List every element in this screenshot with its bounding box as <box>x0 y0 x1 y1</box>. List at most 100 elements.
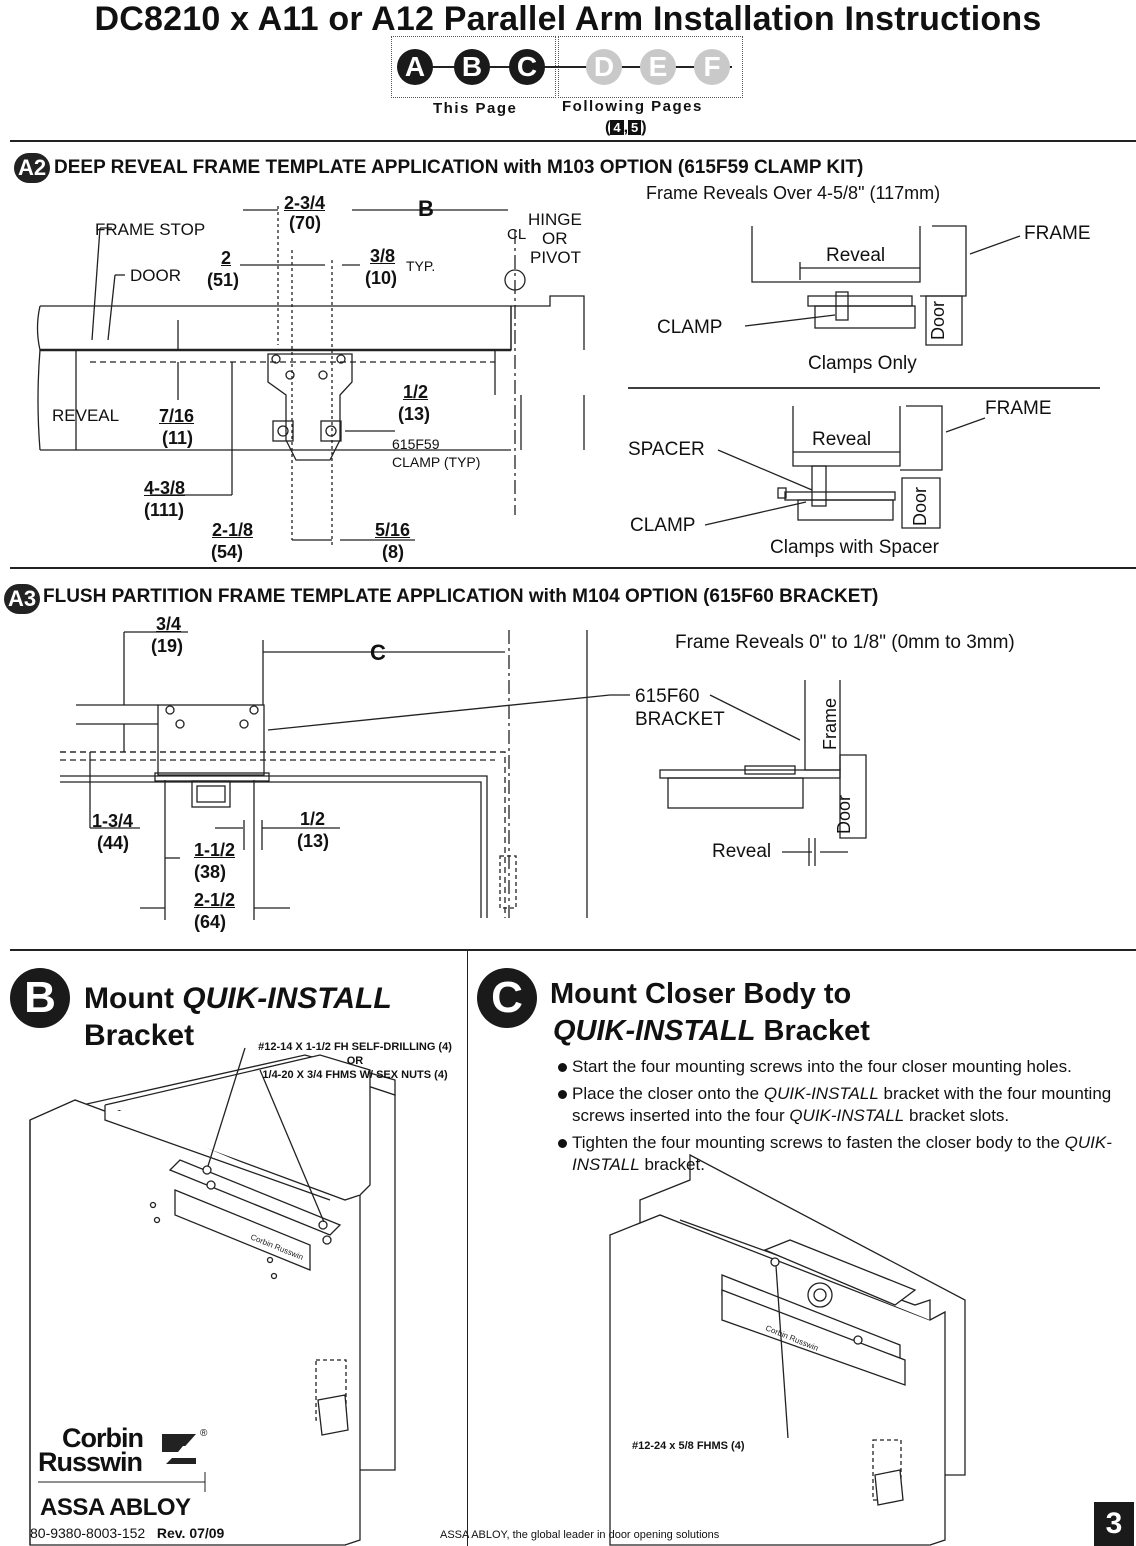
page-ref-4: 4 <box>610 120 624 135</box>
corbin-russwin-logo-mark <box>162 1434 196 1464</box>
a2-dim-8: (8) <box>382 542 404 562</box>
a2-clamp-typ: CLAMP (TYP) <box>392 454 481 470</box>
step-e: E <box>640 49 676 85</box>
section-c-step-2: Place the closer onto the QUIK-INSTALL b… <box>558 1083 1136 1127</box>
a2-dim-b: B <box>418 196 434 221</box>
section-c-title-line2: QUIK-INSTALL Bracket <box>553 1015 870 1047</box>
a3-dim-38: (38) <box>194 862 227 882</box>
a2-dim-2-1-8: 2-1/8 <box>212 520 254 540</box>
a2-door-label: DOOR <box>130 266 181 285</box>
a2-dim-1-2: 1/2 <box>403 382 429 402</box>
a3-dim-44: (44) <box>97 833 130 853</box>
page-title: DC8210 x A11 or A12 Parallel Arm Install… <box>94 0 1042 38</box>
a2-detail2-reveal-label: Reveal <box>812 429 872 450</box>
a3-bracket-outline <box>157 704 265 776</box>
column-divider <box>467 951 468 1546</box>
a2-hinge-label: HINGE <box>528 210 582 229</box>
section-c-step-3: Tighten the four mounting screws to fast… <box>558 1132 1136 1176</box>
section-b-illustration: Corbin Russwin <box>29 1047 396 1546</box>
a2-or-label: OR <box>542 229 568 248</box>
a2-dim-11: (11) <box>162 428 194 448</box>
a3-dim-1-3-4: 1-3/4 <box>92 811 134 831</box>
a3-dim-1-2: 1/2 <box>300 809 326 829</box>
a2-clamp-part: 615F59 <box>392 436 440 452</box>
brand-logo-russwin: Russwin <box>38 1447 143 1477</box>
step-c: C <box>509 49 545 85</box>
a2-dim-4-3-8: 4-3/8 <box>144 478 186 498</box>
a3-dim-19: (19) <box>151 636 184 656</box>
section-b-title: Mount QUIK-INSTALL <box>84 982 392 1015</box>
a2-detail-reveal-label: Reveal <box>826 245 886 266</box>
a2-detail-caption: Frame Reveals Over 4-5/8" (117mm) <box>646 183 941 203</box>
brand-logo-corbin: Corbin <box>62 1423 144 1453</box>
a2-dim-5-16: 5/16 <box>375 520 411 540</box>
following-pages-label: Following Pages <box>562 98 703 115</box>
step-b: B <box>454 49 490 85</box>
this-page-label: This Page <box>433 100 518 117</box>
a2-clamp-right <box>320 420 342 442</box>
a3-dim-3-4: 3/4 <box>156 614 182 634</box>
a2-detail2-footer: Clamps with Spacer <box>770 537 939 558</box>
a3-bracket-part: 615F60 <box>635 686 700 707</box>
a3-dim-c: C <box>370 640 386 665</box>
a3-door-label: Door <box>834 794 854 834</box>
a2-dim-54: (54) <box>211 542 244 562</box>
step-connector <box>412 66 732 68</box>
a2-pivot-label: PIVOT <box>530 248 582 267</box>
page-number: 3 <box>1094 1502 1134 1546</box>
a2-dim-2-3-4: 2-3/4 <box>284 193 326 213</box>
a3-reveal-label: Reveal <box>712 841 772 862</box>
step-a: A <box>397 49 433 85</box>
a3-detail-caption: Frame Reveals 0" to 1/8" (0mm to 3mm) <box>675 632 1015 653</box>
divider-a3 <box>10 567 1136 569</box>
a2-dim-3-8: 3/8 <box>370 246 396 266</box>
section-c-title: Mount Closer Body to <box>550 978 852 1010</box>
page-ref-5: 5 <box>628 120 642 135</box>
a3-dim-64: (64) <box>194 912 227 932</box>
footer-tagline: ASSA ABLOY, the global leader in door op… <box>440 1529 720 1541</box>
section-b-badge: B <box>10 968 70 1028</box>
a2-detail-footer: Clamps Only <box>808 353 917 374</box>
step-d: D <box>586 49 622 85</box>
section-c-badge: C <box>477 968 537 1028</box>
a2-clamp-left <box>272 420 294 442</box>
divider-a2 <box>10 140 1136 142</box>
a2-detail2-door-label: Door <box>910 486 930 526</box>
section-a2-badge: A2 <box>14 153 50 183</box>
a2-dim-70: (70) <box>289 213 322 233</box>
a3-dim-13: (13) <box>297 831 330 851</box>
page-refs: (4,5) <box>605 119 647 136</box>
a2-template-plate <box>267 353 353 461</box>
section-b-title-line2: Bracket <box>84 1019 195 1052</box>
section-c-steps: Start the four mounting screws into the … <box>558 1056 1136 1181</box>
section-a3-badge: A3 <box>4 584 40 614</box>
a2-detail-frame-label: FRAME <box>1024 223 1091 244</box>
section-a2-heading: DEEP REVEAL FRAME TEMPLATE APPLICATION w… <box>54 157 864 178</box>
a2-reveal-label: REVEAL <box>52 406 120 425</box>
a2-detail-frame-spacer <box>792 405 943 471</box>
section-c-step-1: Start the four mounting screws into the … <box>558 1056 1136 1078</box>
a2-typ-label: TYP. <box>406 258 436 274</box>
a2-detail-clamp-label: CLAMP <box>657 317 723 338</box>
doc-number: 80-9380-8003-152 Rev. 07/09 <box>30 1525 225 1541</box>
registered-mark: ® <box>200 1428 208 1439</box>
a3-bracket-label: BRACKET <box>635 709 725 730</box>
a3-frame-label: Frame <box>820 697 840 750</box>
section-b-callout: #12-14 X 1-1/2 FH SELF-DRILLING (4) OR 1… <box>258 1041 452 1081</box>
assa-abloy-logo: ASSA ABLOY <box>40 1494 191 1521</box>
a2-frame-stop-label: FRAME STOP <box>95 220 206 239</box>
section-c-illustration: Corbin Russwin <box>609 1153 966 1546</box>
a2-centerline-label: CL <box>507 226 527 243</box>
a2-detail-door-label: Door <box>928 300 948 340</box>
a2-dim-2: 2 <box>221 248 232 268</box>
divider-bc <box>10 949 1136 951</box>
a2-dim-7-16: 7/16 <box>159 406 195 426</box>
a2-dim-10: (10) <box>365 268 398 288</box>
a2-dim-13: (13) <box>398 404 431 424</box>
section-a3-heading: FLUSH PARTITION FRAME TEMPLATE APPLICATI… <box>43 586 879 607</box>
step-f: F <box>694 49 730 85</box>
a2-detail2-frame-label: FRAME <box>985 398 1052 419</box>
a3-dim-2-1-2: 2-1/2 <box>194 890 236 910</box>
section-c-callout: #12-24 x 5/8 FHMS (4) <box>632 1440 745 1452</box>
